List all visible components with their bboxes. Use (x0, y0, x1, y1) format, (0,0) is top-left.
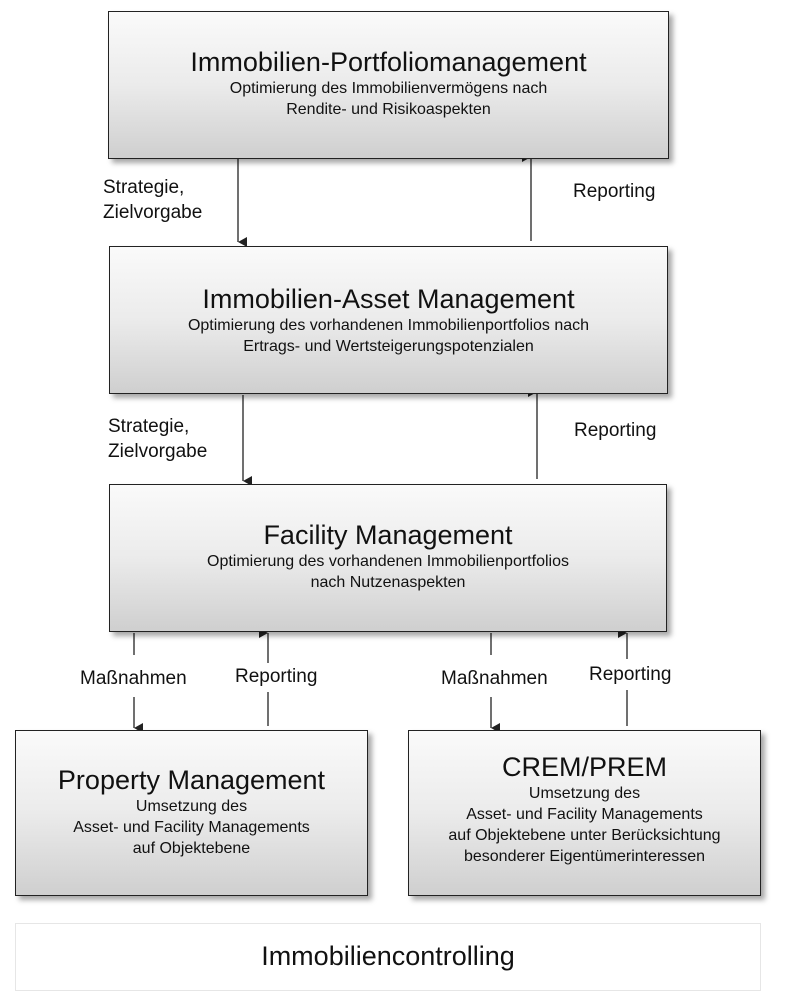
label-reporting-2: Reporting (574, 420, 657, 441)
label-strategie-2-line2: Zielvorgabe (108, 441, 208, 462)
label-strategie-1-line2: Zielvorgabe (103, 202, 203, 223)
facility-title: Facility Management (263, 520, 513, 550)
label-massnahmen-right: Maßnahmen (441, 668, 548, 689)
label-strategie-1-line1: Strategie, (103, 177, 185, 198)
crem-line3: auf Objektebene unter Berücksichtung (448, 827, 721, 844)
label-strategie-1: Strategie, Zielvorgabe (103, 175, 202, 225)
property-line3: auf Objektebene (132, 840, 251, 857)
crem-line2: Asset- und Facility Managements (466, 806, 703, 823)
label-reporting-left: Reporting (235, 666, 318, 687)
box-property-management: Property Management Umsetzung des Asset-… (15, 730, 368, 896)
box-facility-management: Facility Management Optimierung des vorh… (109, 484, 667, 632)
property-title: Property Management (57, 765, 326, 795)
label-strategie-2-line1: Strategie, (108, 416, 190, 437)
label-reporting-1: Reporting (573, 181, 656, 202)
portfolio-title: Immobilien-Portfoliomanagement (190, 47, 587, 77)
box-immobiliencontrolling: Immobiliencontrolling (15, 923, 761, 991)
crem-line4: besonderer Eigentümerinteressen (463, 848, 706, 865)
property-line1: Umsetzung des (135, 798, 248, 815)
crem-line1: Umsetzung des (528, 785, 641, 802)
property-line2: Asset- und Facility Managements (73, 819, 310, 836)
asset-line2: Ertrags- und Wertsteigerungspotenzialen (243, 338, 534, 355)
asset-title: Immobilien-Asset Management (202, 284, 575, 314)
portfolio-line2: Rendite- und Risikoaspekten (286, 101, 491, 118)
facility-line1: Optimierung des vorhandenen Immobilienpo… (207, 553, 569, 570)
label-massnahmen-left: Maßnahmen (80, 668, 187, 689)
facility-line2: nach Nutzenaspekten (310, 574, 466, 591)
crem-title: CREM/PREM (501, 752, 667, 782)
box-portfolio-management: Immobilien-Portfoliomanagement Optimieru… (108, 11, 669, 159)
portfolio-line1: Optimierung des Immobilienvermögens nach (229, 80, 548, 97)
asset-line1: Optimierung des vorhandenen Immobilienpo… (187, 317, 590, 334)
label-strategie-2: Strategie, Zielvorgabe (108, 414, 207, 464)
box-crem-prem: CREM/PREM Umsetzung des Asset- und Facil… (408, 730, 761, 896)
box-asset-management: Immobilien-Asset Management Optimierung … (109, 246, 668, 394)
controlling-title: Immobiliencontrolling (261, 941, 515, 971)
label-reporting-right: Reporting (589, 664, 672, 685)
